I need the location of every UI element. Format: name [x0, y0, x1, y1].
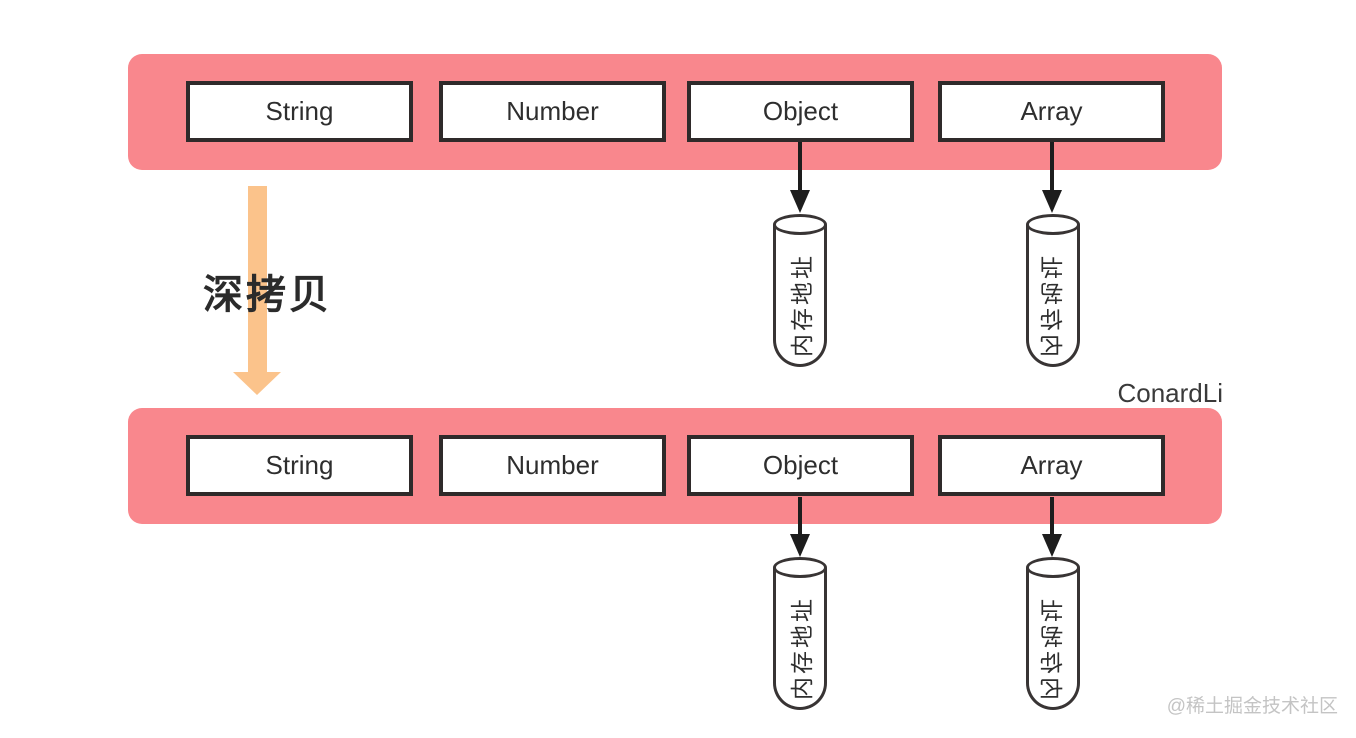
original-type-box-object: Object [687, 81, 914, 142]
type-label: String [265, 96, 334, 126]
cylinder-top-ellipse [773, 557, 827, 578]
arrow-head [790, 534, 810, 557]
original-types-band: String Number Object Array [128, 54, 1222, 170]
watermark-text: @稀土掘金技术社区 [1166, 696, 1338, 717]
type-label: Array [1020, 96, 1083, 126]
memory-address-cylinder: 内存地址 [1026, 214, 1080, 367]
type-label: Number [506, 96, 599, 126]
arrow-down-icon [790, 497, 810, 557]
deep-copy-label: 深拷贝 [203, 273, 332, 317]
type-label: Number [506, 450, 599, 480]
original-type-box-array: Array [938, 81, 1165, 142]
copy-type-box-object: Object [687, 435, 914, 496]
deep-copy-arrow-head [233, 372, 281, 395]
arrow-shaft [1050, 142, 1054, 190]
cylinder-top-ellipse [1026, 557, 1080, 578]
memory-address-cylinder: 内存地址 [773, 214, 827, 367]
memory-address-cylinder: 内存地址 [773, 557, 827, 710]
copy-type-box-string: String [186, 435, 413, 496]
type-label: Object [762, 450, 839, 480]
arrow-down-icon [790, 142, 810, 213]
memory-address-label: 内存地址 [1038, 596, 1064, 700]
arrow-down-icon [1042, 142, 1062, 213]
cylinder-body [1026, 568, 1080, 710]
type-label: Array [1020, 450, 1083, 480]
type-label: Object [762, 96, 839, 126]
arrow-head [1042, 534, 1062, 557]
cylinder-body [773, 225, 827, 367]
arrow-down-icon [1042, 497, 1062, 557]
memory-address-label: 内存地址 [789, 253, 815, 357]
original-type-box-number: Number [439, 81, 666, 142]
cylinder-top-ellipse [1026, 214, 1080, 235]
copy-type-box-number: Number [439, 435, 666, 496]
cylinder-top-ellipse [773, 214, 827, 235]
memory-address-label: 内存地址 [789, 596, 815, 700]
type-label: String [265, 450, 334, 480]
cylinder-body [1026, 225, 1080, 367]
credit-text: ConardLi [1117, 378, 1223, 408]
copied-types-band: String Number Object Array [128, 408, 1222, 524]
arrow-shaft [1050, 497, 1054, 534]
arrow-head [790, 190, 810, 213]
deep-copy-arrow-shaft [247, 186, 267, 372]
arrow-shaft [798, 497, 802, 534]
arrow-shaft [798, 142, 802, 190]
original-type-box-string: String [186, 81, 413, 142]
memory-address-label: 内存地址 [1038, 253, 1064, 357]
copy-type-box-array: Array [938, 435, 1165, 496]
memory-address-cylinder: 内存地址 [1026, 557, 1080, 710]
deep-copy-arrow-icon [233, 186, 281, 395]
arrow-head [1042, 190, 1062, 213]
cylinder-body [773, 568, 827, 710]
